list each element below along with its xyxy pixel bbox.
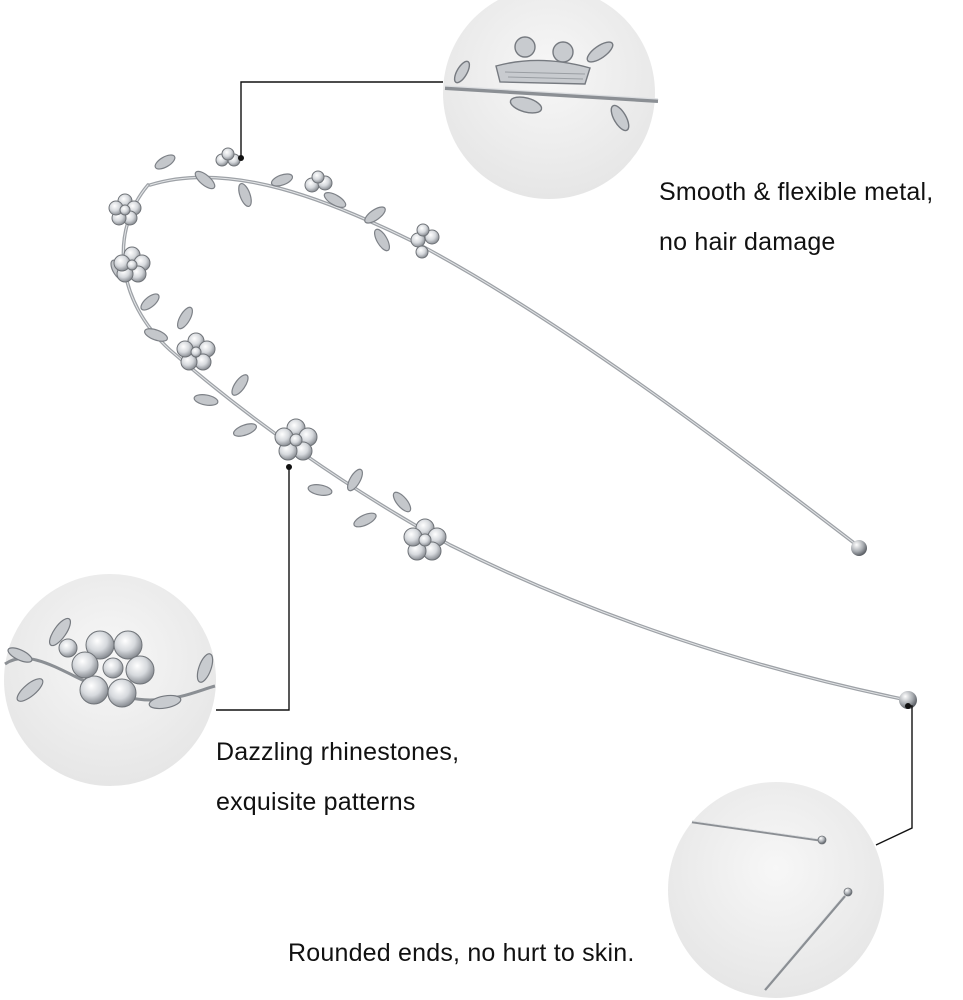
zoom-circle-ends [668, 782, 884, 998]
caption-metal: Smooth & flexible metal, no hair damage [659, 167, 933, 267]
zoom-rhinestone-detail [4, 617, 216, 710]
leader-line-metal [240, 81, 443, 158]
leader-line-rhinestones [216, 467, 290, 711]
callout-rhinestones [4, 464, 292, 786]
callout-metal [238, 0, 659, 199]
leader-dot-rhinestones [286, 464, 292, 470]
leader-dot-metal [238, 155, 244, 161]
caption-rhinestones-line2: exquisite patterns [216, 788, 416, 816]
front-wire-ball-end [899, 691, 917, 709]
caption-metal-line1: Smooth & flexible metal, [659, 178, 934, 206]
caption-metal-line2: no hair damage [659, 228, 836, 256]
leader-dot-ends [905, 703, 911, 709]
caption-rhinestones: Dazzling rhinestones, exquisite patterns [216, 727, 459, 827]
rhinestone-flowers [108, 147, 447, 561]
back-wire-ball-end [851, 540, 867, 556]
callout-ends [668, 703, 913, 998]
vine-leaves [110, 154, 412, 528]
leader-line-ends [875, 705, 913, 846]
headband-illustration [108, 147, 917, 709]
caption-ends: Rounded ends, no hurt to skin. [288, 928, 635, 978]
zoom-ends-detail [691, 820, 853, 991]
caption-rhinestones-line1: Dazzling rhinestones, [216, 738, 460, 766]
caption-ends-line1: Rounded ends, no hurt to skin. [288, 939, 635, 967]
zoom-metal-detail [444, 36, 659, 132]
